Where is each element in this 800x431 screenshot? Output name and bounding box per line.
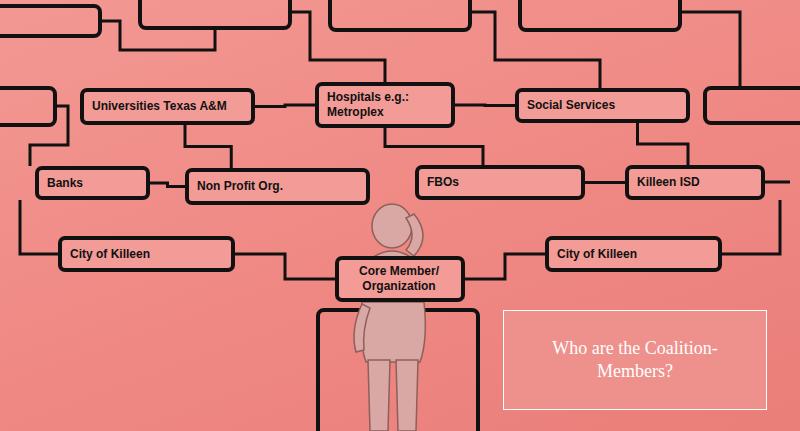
box-label: FBOs [427, 175, 571, 190]
figure-leg [396, 360, 418, 431]
wire [100, 21, 215, 50]
connector-line [638, 123, 689, 165]
wire [470, 12, 600, 88]
member-box: Core Member/ Organization [335, 256, 465, 302]
empty-box [705, 88, 800, 123]
empty-box [0, 6, 100, 36]
member-box: City of Killeen [58, 236, 235, 272]
box-label: Social Services [527, 98, 676, 113]
wire [290, 12, 385, 82]
member-box: Universities Texas A&M [80, 88, 255, 125]
figure-leg [368, 360, 390, 431]
member-box: Hospitals e.g.: Metroplex [315, 82, 455, 128]
member-box: FBOs [415, 165, 585, 200]
member-box: Killeen ISD [625, 165, 765, 200]
connector-line [255, 105, 315, 107]
figure-torso [361, 302, 426, 362]
box-label: City of Killeen [557, 247, 708, 262]
box-label: City of Killeen [70, 247, 221, 262]
connector-line [585, 181, 625, 184]
box-label: Hospitals e.g.: Metroplex [327, 90, 441, 120]
connector-line [385, 128, 483, 165]
wire [20, 200, 58, 254]
connector-line [150, 183, 185, 187]
member-box: Non Profit Org. [185, 168, 370, 205]
box-label: Core Member/ Organization [347, 264, 451, 294]
wire [722, 200, 780, 254]
connector-line [455, 104, 515, 108]
box-label: Universities Texas A&M [92, 99, 241, 114]
empty-box [330, 0, 470, 30]
empty-box [520, 0, 680, 30]
box-label: Banks [47, 176, 136, 191]
connector-line [235, 254, 335, 279]
member-box: Banks [35, 166, 150, 200]
wire [30, 106, 68, 166]
thinking-figure [354, 204, 425, 431]
figure-arm [406, 214, 423, 256]
figure-arm [354, 304, 370, 352]
box-label: Non Profit Org. [197, 179, 356, 194]
connector-line [465, 254, 545, 279]
empty-box [140, 0, 290, 28]
box-label: Killeen ISD [637, 175, 751, 190]
wire [680, 12, 740, 88]
slide-title: Who are the Coalition-Members? [547, 337, 723, 384]
caption-box: Who are the Coalition-Members? [503, 310, 767, 410]
member-box: City of Killeen [545, 236, 722, 272]
empty-box [0, 88, 55, 125]
wires [20, 12, 790, 310]
wire [765, 181, 790, 184]
member-box: Social Services [515, 88, 690, 123]
connector-line [185, 125, 231, 168]
figure-head [372, 204, 412, 248]
